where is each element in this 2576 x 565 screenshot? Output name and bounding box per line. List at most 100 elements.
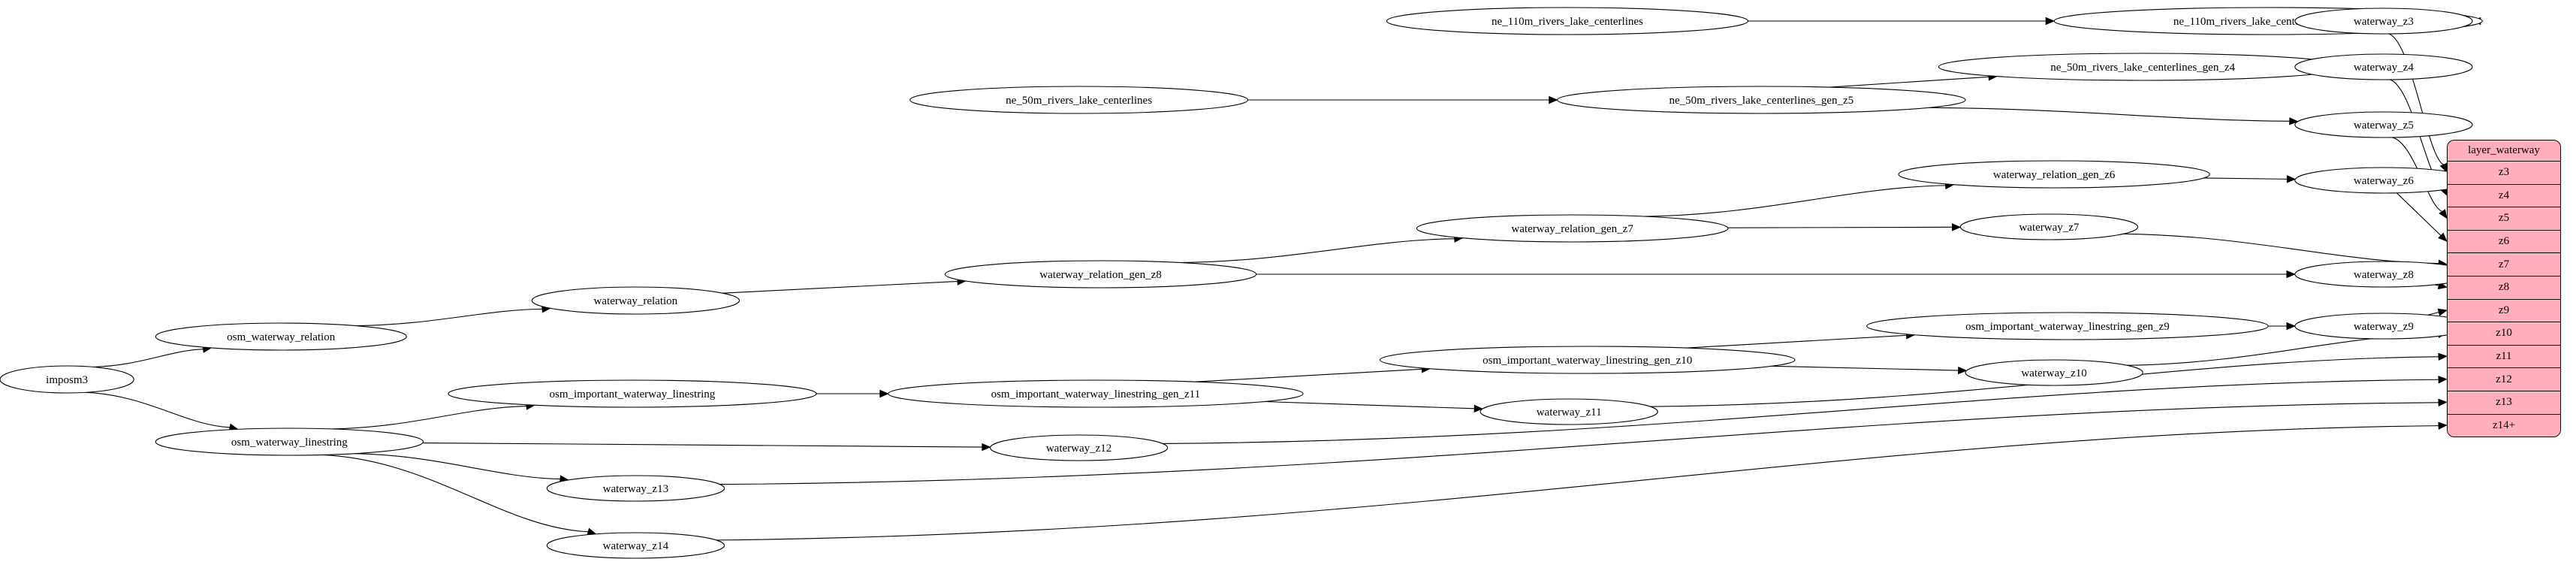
node-waterway_relation_gen_z7[interactable]: waterway_relation_gen_z7 (1416, 214, 1729, 243)
node-label-waterway_z7: waterway_z7 (2019, 222, 2079, 234)
node-ne_110m_rivers_lake_centerlines[interactable]: ne_110m_rivers_lake_centerlines (1386, 7, 1749, 35)
node-label-waterway_relation_gen_z6: waterway_relation_gen_z6 (1993, 169, 2116, 181)
node-shape-waterway_z11 (1480, 398, 1658, 425)
node-osm_waterway_relation[interactable]: osm_waterway_relation (155, 322, 407, 351)
node-shape-waterway_relation (531, 286, 741, 315)
node-shape-waterway_z5 (2294, 111, 2473, 138)
node-label-waterway_z5: waterway_z5 (2354, 119, 2414, 131)
node-label-ne_50m_rivers_lake_centerlines_gen_z4: ne_50m_rivers_lake_centerlines_gen_z4 (2050, 62, 2235, 74)
layer-table-row-z10: z10 (2448, 322, 2560, 346)
edge-arrowhead (2286, 322, 2296, 331)
layer-table-row-z12: z12 (2448, 368, 2560, 391)
node-imposm3[interactable]: imposm3 (0, 365, 134, 394)
edge-arrowhead (2438, 352, 2448, 361)
node-ne_50m_rivers_lake_centerlines_gen_z5[interactable]: ne_50m_rivers_lake_centerlines_gen_z5 (1557, 86, 1966, 114)
edge-arrowhead (1951, 223, 1962, 231)
node-label-osm_important_waterway_linestring_gen_z9: osm_important_waterway_linestring_gen_z9 (1965, 321, 2170, 333)
edge-arrowhead (1549, 95, 1558, 104)
node-shape-osm_important_waterway_linestring_gen_z10 (1379, 346, 1796, 374)
node-waterway_z4[interactable]: waterway_z4 (2294, 53, 2473, 80)
layer-table-row-z11: z11 (2448, 345, 2560, 369)
node-shape-osm_important_waterway_linestring_gen_z9 (1866, 312, 2269, 340)
node-shape-waterway_z7 (1959, 213, 2139, 240)
node-waterway_z5[interactable]: waterway_z5 (2294, 111, 2473, 138)
node-waterway_z7[interactable]: waterway_z7 (1959, 213, 2139, 240)
node-osm_important_waterway_linestring_gen_z9[interactable]: osm_important_waterway_linestring_gen_z9 (1866, 312, 2269, 340)
edge-waterway_z3-to-layer_waterway-z3 (2388, 33, 2445, 165)
node-shape-waterway_z4 (2294, 53, 2473, 80)
node-waterway_z9[interactable]: waterway_z9 (2294, 313, 2473, 340)
node-label-imposm3: imposm3 (46, 374, 88, 386)
node-label-ne_50m_rivers_lake_centerlines_gen_z5: ne_50m_rivers_lake_centerlines_gen_z5 (1669, 95, 1854, 107)
node-osm_waterway_linestring[interactable]: osm_waterway_linestring (155, 428, 424, 456)
node-label-osm_important_waterway_linestring_gen_z10: osm_important_waterway_linestring_gen_z1… (1483, 355, 1692, 367)
node-waterway_z8[interactable]: waterway_z8 (2294, 261, 2473, 288)
edge-imposm3-to-osm_waterway_relation (92, 349, 204, 367)
edge-osm_important_waterway_linestring_gen_z10-to-osm_important_waterway_linestring_gen_z9 (1685, 334, 1907, 349)
edge-osm_waterway_relation-to-waterway_relation (356, 308, 542, 327)
edge-arrowhead (2438, 232, 2448, 242)
node-label-waterway_relation_gen_z8: waterway_relation_gen_z8 (1039, 269, 1161, 281)
node-shape-osm_important_waterway_linestring_gen_z11 (888, 379, 1304, 408)
node-label-ne_50m_rivers_lake_centerlines: ne_50m_rivers_lake_centerlines (1006, 95, 1152, 107)
node-label-waterway_z13: waterway_z13 (603, 483, 668, 495)
node-label-osm_waterway_relation: osm_waterway_relation (227, 331, 336, 343)
edge-osm_waterway_linestring-to-osm_important_waterway_linestring (331, 405, 526, 430)
node-label-waterway_z12: waterway_z12 (1046, 443, 1112, 455)
node-shape-ne_110m_rivers_lake_centerlines (1386, 7, 1749, 35)
edge-osm_waterway_linestring-to-waterway_z12 (422, 442, 982, 448)
node-waterway_z12[interactable]: waterway_z12 (989, 434, 1169, 461)
edge-layer (85, 17, 2483, 541)
edge-osm_important_waterway_linestring_gen_z10-to-waterway_z10 (1771, 365, 1959, 371)
node-label-waterway_z9: waterway_z9 (2354, 321, 2414, 333)
layer-table-row-z9: z9 (2448, 299, 2560, 323)
edge-arrowhead (2286, 270, 2296, 279)
node-shape-imposm3 (0, 365, 134, 394)
layer-table-row-z7: z7 (2448, 253, 2560, 276)
edge-waterway_relation_gen_z8-to-waterway_relation_gen_z7 (1181, 238, 1455, 264)
node-ne_50m_rivers_lake_centerlines_gen_z4[interactable]: ne_50m_rivers_lake_centerlines_gen_z4 (1938, 53, 2348, 81)
edge-waterway_relation_gen_z6-to-waterway_z6 (2203, 177, 2288, 180)
node-waterway_z11[interactable]: waterway_z11 (1480, 398, 1658, 425)
node-waterway_relation[interactable]: waterway_relation (531, 286, 741, 315)
layer-table-row-z13: z13 (2448, 391, 2560, 415)
node-label-waterway_z10: waterway_z10 (2021, 367, 2086, 379)
edge-arrowhead (1474, 404, 1484, 412)
edge-osm_waterway_linestring-to-waterway_z13 (354, 453, 560, 480)
node-osm_important_waterway_linestring_gen_z11[interactable]: osm_important_waterway_linestring_gen_z1… (888, 379, 1304, 408)
node-waterway_z14[interactable]: waterway_z14 (546, 532, 725, 559)
edge-arrowhead (2286, 175, 2297, 183)
node-waterway_z6[interactable]: waterway_z6 (2294, 167, 2473, 194)
edge-arrowhead (2438, 376, 2448, 384)
node-waterway_relation_gen_z6[interactable]: waterway_relation_gen_z6 (1898, 160, 2210, 189)
node-label-osm_important_waterway_linestring_gen_z11: osm_important_waterway_linestring_gen_z1… (991, 388, 1201, 400)
node-shape-waterway_z14 (546, 532, 725, 559)
node-label-waterway_z6: waterway_z6 (2354, 175, 2414, 187)
node-shape-waterway_relation_gen_z7 (1416, 214, 1729, 243)
edge-arrowhead (2438, 398, 2448, 407)
layer-table-row-z4: z4 (2448, 184, 2560, 208)
edge-waterway_z14-to-layer_waterway-z14+ (716, 425, 2439, 541)
node-waterway_z10[interactable]: waterway_z10 (1965, 359, 2143, 386)
node-label-waterway_relation: waterway_relation (594, 295, 678, 307)
node-shape-waterway_z13 (546, 475, 725, 502)
edge-osm_important_waterway_linestring_gen_z11-to-waterway_z11 (1264, 400, 1475, 409)
node-osm_important_waterway_linestring_gen_z10[interactable]: osm_important_waterway_linestring_gen_z1… (1379, 346, 1796, 374)
node-osm_important_waterway_linestring[interactable]: osm_important_waterway_linestring (448, 379, 817, 408)
node-waterway_relation_gen_z8[interactable]: waterway_relation_gen_z8 (944, 260, 1257, 289)
edge-waterway_relation_gen_z7-to-waterway_relation_gen_z6 (1644, 185, 1946, 217)
node-ne_50m_rivers_lake_centerlines[interactable]: ne_50m_rivers_lake_centerlines (909, 86, 1249, 114)
node-label-waterway_z4: waterway_z4 (2354, 62, 2414, 74)
edge-osm_waterway_linestring-to-waterway_z14 (321, 454, 589, 533)
node-label-osm_important_waterway_linestring: osm_important_waterway_linestring (550, 388, 716, 400)
node-waterway_z13[interactable]: waterway_z13 (546, 475, 725, 502)
edge-arrowhead (2439, 209, 2448, 219)
edge-arrowhead (982, 443, 991, 452)
edge-arrowhead (2438, 421, 2448, 430)
node-label-osm_waterway_linestring: osm_waterway_linestring (231, 437, 348, 449)
node-waterway_z3[interactable]: waterway_z3 (2294, 8, 2473, 35)
layer-table-row-z3: z3 (2448, 162, 2560, 185)
